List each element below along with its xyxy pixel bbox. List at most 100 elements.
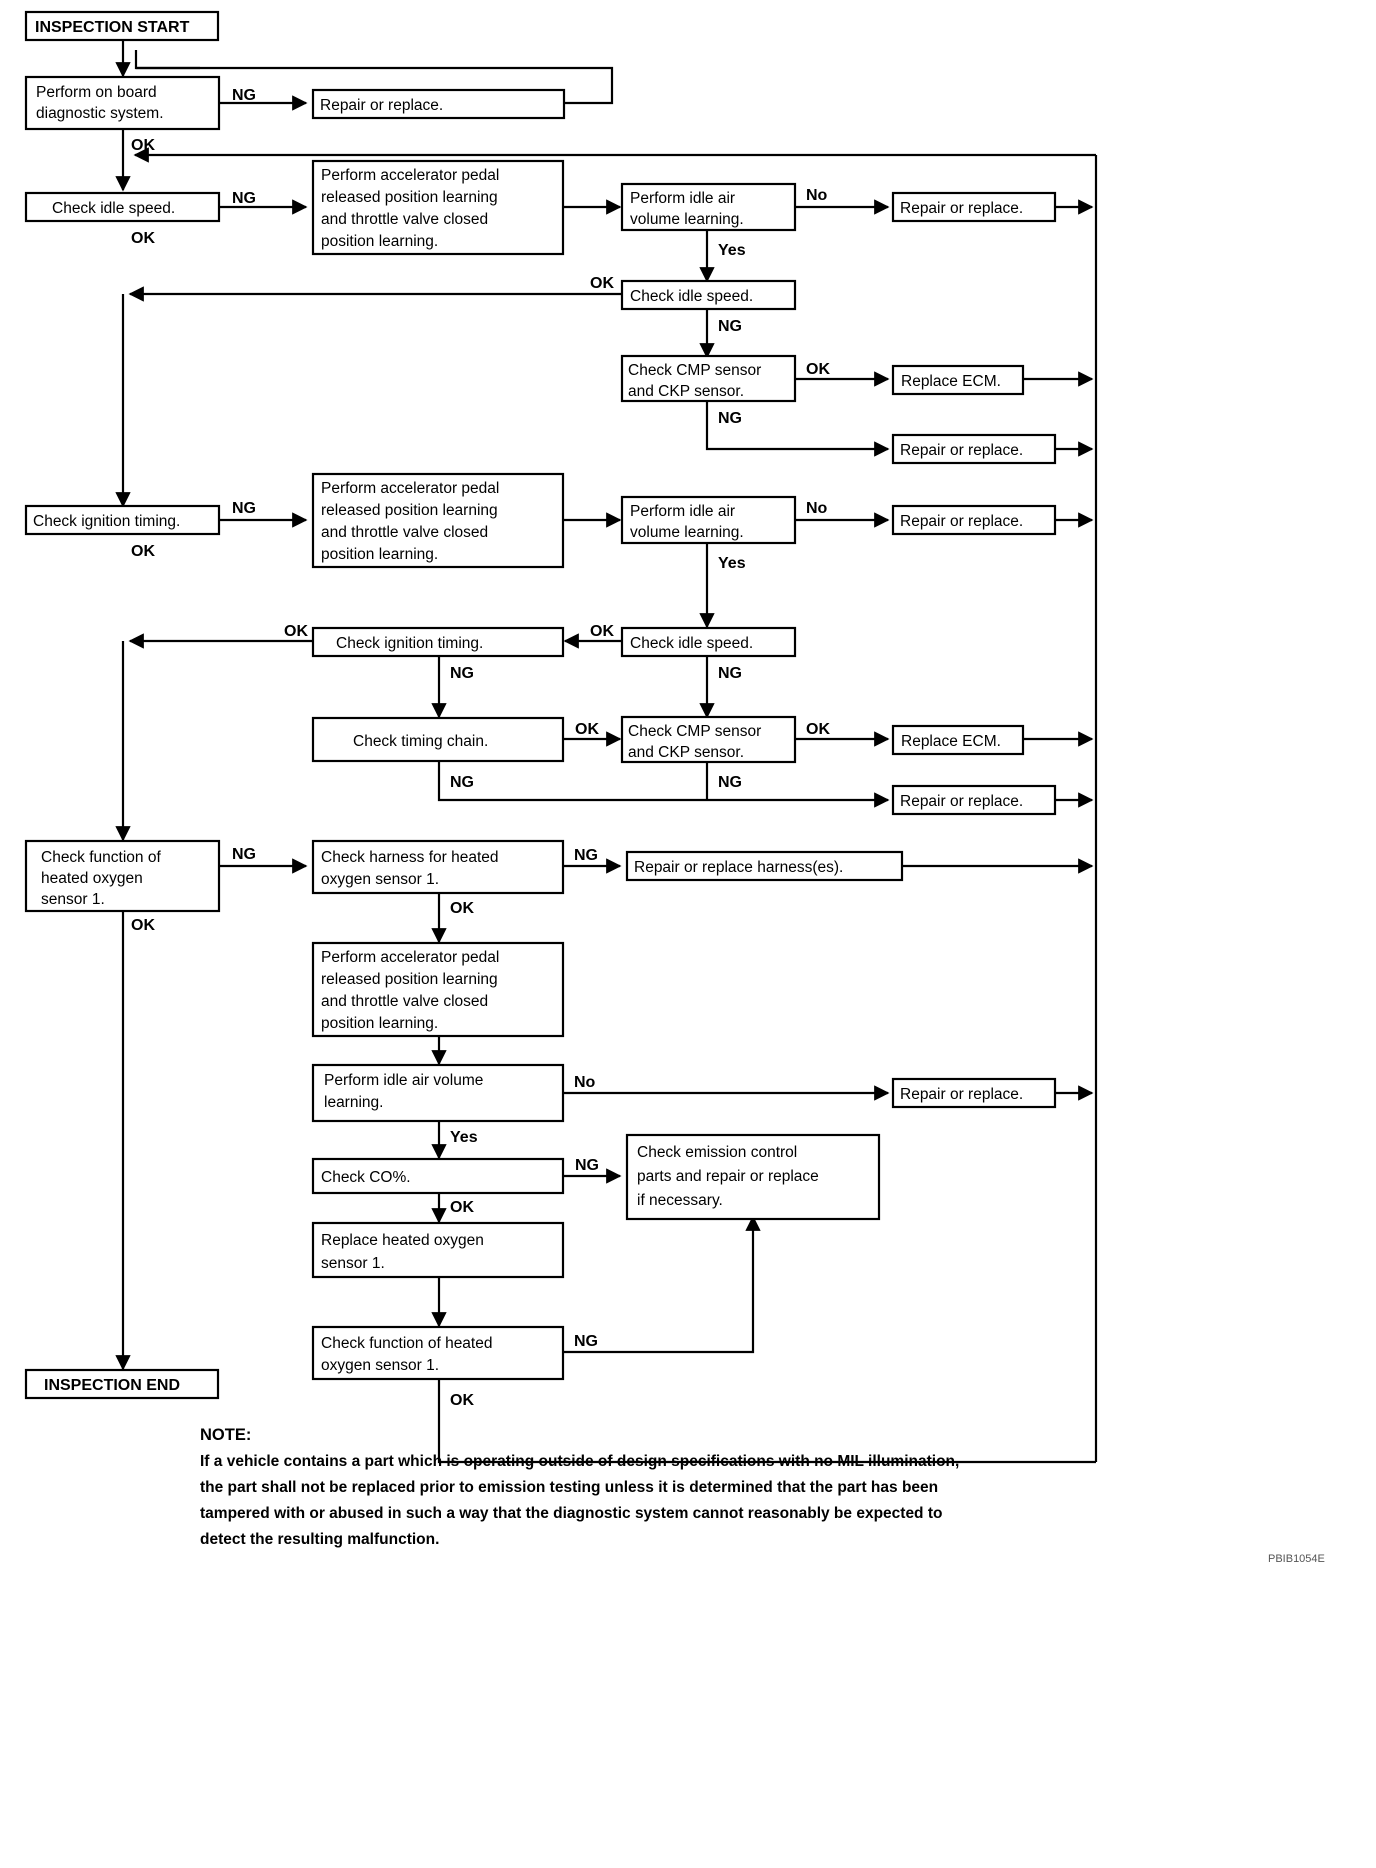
node-repair-replace-3[interactable] — [891, 433, 1057, 465]
label-inspection-start: INSPECTION START — [35, 19, 190, 36]
node-repair-replace-2[interactable] — [891, 191, 1057, 223]
node-repair-harness[interactable] — [625, 850, 904, 882]
node-inspection-end[interactable] — [24, 1368, 220, 1400]
label-check-ignition-timing-2: Check ignition timing. — [336, 635, 483, 652]
edgelabel-ign2-ok: OK — [284, 623, 308, 640]
edgelabel-ign1-ng: NG — [232, 500, 256, 517]
label-perform-obd-line2: diagnostic system. — [36, 105, 164, 122]
node-idle-air-volume-2[interactable] — [620, 495, 797, 545]
label-repair-replace-4: Repair or replace. — [900, 513, 1023, 530]
node-idle-air-volume-1[interactable] — [620, 182, 797, 232]
node-replace-ecm-1[interactable] — [891, 364, 1025, 396]
note-line-4: detect the resulting malfunction. — [200, 1531, 439, 1548]
label-check-co: Check CO%. — [321, 1169, 411, 1186]
label-iavl1-line1: Perform idle air — [630, 190, 735, 207]
edge-checkfn-ok — [437, 1379, 1096, 1464]
node-check-emission-control[interactable] — [625, 1133, 881, 1221]
node-check-timing-chain[interactable] — [311, 716, 565, 763]
edgelabel-iavl1-yes: Yes — [718, 242, 746, 259]
label-checkfn-line1: Check function of heated — [321, 1335, 492, 1352]
label-repair-replace-2: Repair or replace. — [900, 200, 1023, 217]
node-check-ignition-timing-1[interactable] — [24, 504, 221, 536]
node-repair-replace-5[interactable] — [891, 784, 1057, 816]
edgelabel-checkfn-ng: NG — [574, 1333, 598, 1350]
note-line-1: If a vehicle contains a part which is op… — [200, 1453, 959, 1470]
edgelabel-chain-ok: OK — [575, 721, 599, 738]
node-check-ignition-timing-2[interactable] — [311, 626, 565, 658]
label-cmp1-line2: and CKP sensor. — [628, 383, 744, 400]
edgelabel-ign1-ok: OK — [131, 543, 155, 560]
label-repair-replace-6: Repair or replace. — [900, 1086, 1023, 1103]
note-line-3: tampered with or abused in such a way th… — [200, 1505, 942, 1522]
label-perform-obd-line1: Perform on board — [36, 84, 157, 101]
label-check-idle-speed-1: Check idle speed. — [52, 200, 175, 217]
edgelabel-idle3-ok: OK — [590, 623, 614, 640]
label-iavl3-line2: learning. — [324, 1094, 383, 1111]
node-accel-pedal-learn-3[interactable] — [311, 941, 565, 1038]
node-check-idle-speed-1[interactable] — [24, 191, 221, 223]
edgelabel-iavl2-no: No — [806, 500, 828, 517]
node-check-idle-speed-2[interactable] — [620, 279, 797, 311]
node-repair-replace-4[interactable] — [891, 504, 1057, 536]
edge-cmp1-ng — [705, 399, 890, 457]
edgelabel-harness-ng: NG — [574, 847, 598, 864]
label-repair-replace-3: Repair or replace. — [900, 442, 1023, 459]
edge-chain-ng — [437, 761, 890, 808]
label-accel3-line4: position learning. — [321, 1015, 438, 1032]
node-replace-ecm-2[interactable] — [891, 724, 1025, 756]
label-emission-line3: if necessary. — [637, 1192, 723, 1209]
label-accel3-line3: and throttle valve closed — [321, 993, 488, 1010]
edgelabel-cmp2-ng: NG — [718, 774, 742, 791]
label-iavl2-line1: Perform idle air — [630, 503, 735, 520]
label-accel2-line4: position learning. — [321, 546, 438, 563]
node-accel-pedal-learn-2[interactable] — [311, 472, 565, 569]
node-check-idle-speed-3[interactable] — [620, 626, 797, 658]
label-ho2s1-line1: Check function of — [41, 849, 161, 866]
edgelabel-cmp2-ok: OK — [806, 721, 830, 738]
edge-checkfn-ng — [563, 1215, 761, 1354]
label-repair-replace-1: Repair or replace. — [320, 97, 443, 114]
node-perform-obd[interactable] — [24, 75, 221, 131]
node-replace-ho2s-1[interactable] — [311, 1221, 565, 1279]
edge-repair1-loop — [136, 66, 614, 105]
edgelabel-iavl1-no: No — [806, 187, 828, 204]
label-check-ignition-timing-1: Check ignition timing. — [33, 513, 180, 530]
note-line-2: the part shall not be replaced prior to … — [200, 1479, 938, 1496]
edgelabel-idle1-ng: NG — [232, 190, 256, 207]
label-iavl3-line1: Perform idle air volume — [324, 1072, 483, 1089]
label-checkfn-line2: oxygen sensor 1. — [321, 1357, 439, 1374]
note-heading: NOTE: — [200, 1426, 251, 1444]
label-emission-line2: parts and repair or replace — [637, 1168, 819, 1185]
node-repair-replace-1[interactable] — [311, 88, 566, 120]
figure-code: PBIB1054E — [1268, 1553, 1325, 1565]
edgelabel-iavl3-yes: Yes — [450, 1129, 478, 1146]
label-emission-line1: Check emission control — [637, 1144, 797, 1161]
label-cmp2-line1: Check CMP sensor — [628, 723, 761, 740]
node-check-cmp-ckp-1[interactable] — [620, 354, 797, 403]
edgelabel-co-ok: OK — [450, 1199, 474, 1216]
label-replace-ho2s-line1: Replace heated oxygen — [321, 1232, 484, 1249]
edgelabel-chain-ng: NG — [450, 774, 474, 791]
label-cmp1-line1: Check CMP sensor — [628, 362, 761, 379]
label-inspection-end: INSPECTION END — [44, 1377, 180, 1394]
edgelabel-idle3-ng: NG — [718, 665, 742, 682]
label-accel1-line3: and throttle valve closed — [321, 211, 488, 228]
node-idle-air-volume-3[interactable] — [311, 1063, 565, 1123]
node-inspection-start[interactable] — [24, 10, 220, 42]
label-check-idle-speed-2: Check idle speed. — [630, 288, 753, 305]
node-accel-pedal-learn-1[interactable] — [311, 159, 565, 256]
edgelabel-idle2-ok: OK — [590, 275, 614, 292]
label-check-timing-chain: Check timing chain. — [353, 733, 488, 750]
node-check-co[interactable] — [311, 1157, 565, 1195]
node-check-function-ho2s-1[interactable] — [24, 839, 221, 913]
node-check-function-ho2s-2[interactable] — [311, 1325, 565, 1381]
node-repair-replace-6[interactable] — [891, 1077, 1057, 1109]
edgelabel-harness-ok: OK — [450, 900, 474, 917]
node-check-cmp-ckp-2[interactable] — [620, 715, 797, 764]
edgelabel-cmp1-ng: NG — [718, 410, 742, 427]
node-check-harness-ho2s[interactable] — [311, 839, 565, 895]
edgelabel-ho2s-ok: OK — [131, 917, 155, 934]
label-harness-line2: oxygen sensor 1. — [321, 871, 439, 888]
edgelabel-cmp1-ok: OK — [806, 361, 830, 378]
